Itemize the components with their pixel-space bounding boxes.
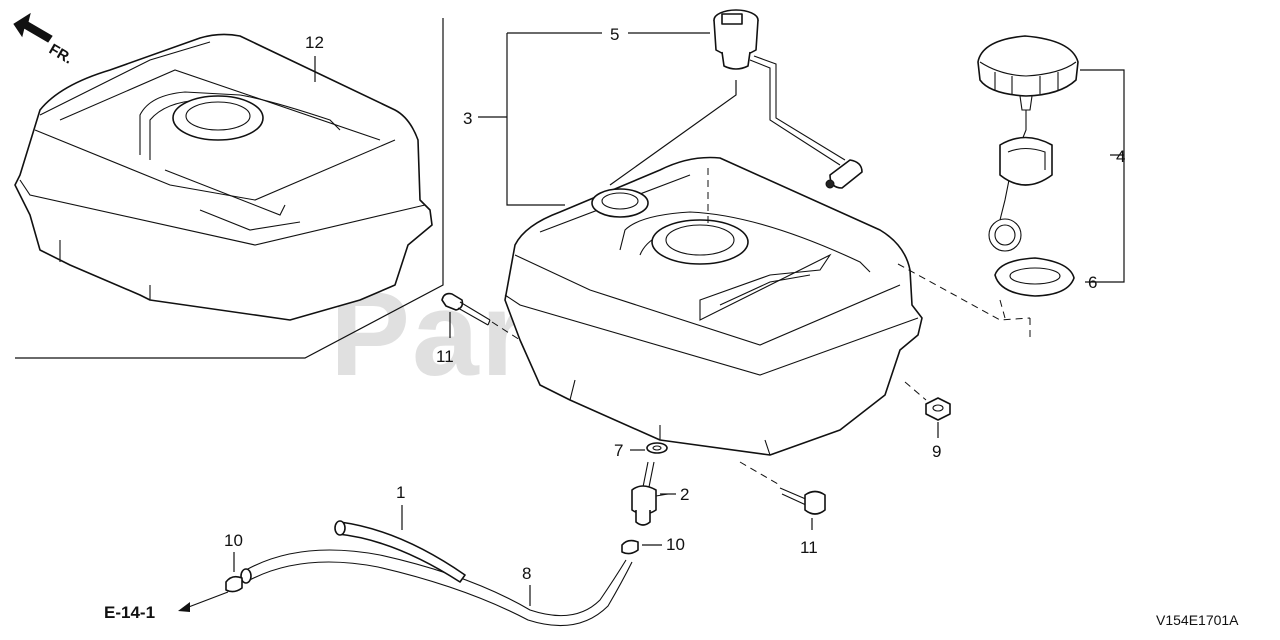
- front-direction-arrow-icon: [13, 12, 53, 43]
- callout-11-upper: 11: [436, 347, 454, 366]
- dash-strainer: [999, 299, 1006, 319]
- diagram-code: V154E1701A: [1156, 612, 1239, 628]
- dash-nut: [904, 381, 927, 401]
- callout-10-left: 10: [224, 531, 243, 550]
- dash-bolt-lower: [739, 461, 779, 485]
- reference-arrow-icon: [178, 602, 190, 612]
- reference-label: E-14-1: [104, 603, 155, 622]
- dash-cap-to-tank: [707, 168, 1031, 342]
- fuel-gauge-drawing: [713, 9, 863, 189]
- fuel-valve-drawing: [631, 461, 669, 526]
- bolt-upper-drawing: [441, 292, 491, 326]
- bolt-lower-drawing: [779, 487, 826, 515]
- nut-drawing: [925, 397, 951, 421]
- fuel-tank-alt-drawing: [14, 33, 433, 321]
- callout-8: 8: [522, 564, 531, 583]
- bracket-3: [478, 32, 602, 206]
- callout-9: 9: [932, 442, 941, 461]
- fuel-hose-drawing: [240, 549, 633, 627]
- callout-3: 3: [463, 109, 472, 128]
- dash-bolt-upper: [491, 321, 521, 341]
- breather-hose-drawing: [334, 520, 466, 583]
- callout-12: 12: [305, 33, 324, 52]
- clip-upper-drawing: [621, 539, 639, 555]
- callout-5: 5: [610, 25, 619, 44]
- callout-7: 7: [614, 441, 623, 460]
- callout-6: 6: [1088, 273, 1097, 292]
- callout-10-right: 10: [666, 535, 685, 554]
- clip-lower-drawing: [225, 575, 243, 593]
- reference-arrow-line: [185, 591, 229, 609]
- front-direction-label: FR.: [46, 41, 75, 68]
- callout-1: 1: [396, 483, 405, 502]
- bracket-4: [1080, 69, 1125, 283]
- callout-4: 4: [1116, 147, 1125, 166]
- fuel-tank-drawing: [504, 156, 923, 456]
- callout-11-lower: 11: [800, 538, 818, 557]
- callout-2: 2: [680, 485, 689, 504]
- fuel-cap-drawing: [977, 35, 1079, 297]
- leader-5-to-tank: [609, 80, 737, 186]
- washer-drawing: [646, 442, 668, 454]
- inset-frame: [15, 18, 444, 359]
